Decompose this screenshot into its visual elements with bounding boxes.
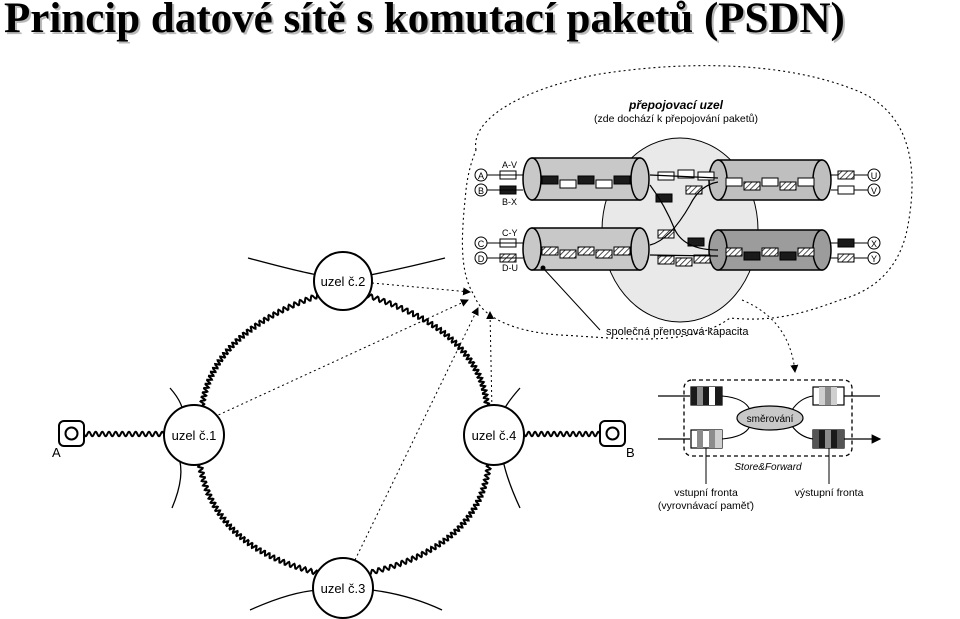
svg-text:A-V: A-V bbox=[502, 160, 517, 170]
svg-text:U: U bbox=[871, 171, 878, 181]
queue-out-top bbox=[812, 386, 845, 406]
network-ring: uzel č.2 uzel č.1 uzel č.4 uzel č.3 A B bbox=[52, 251, 635, 619]
svg-text:V: V bbox=[871, 186, 877, 196]
queue-in-bottom bbox=[690, 429, 723, 449]
node-1: uzel č.1 bbox=[163, 404, 225, 466]
node-2-label: uzel č.2 bbox=[321, 274, 366, 289]
store-forward-detail: směrování Store&Forward vstupní fronta (… bbox=[658, 379, 880, 512]
svg-text:D-U: D-U bbox=[502, 263, 518, 273]
switch-cloud bbox=[461, 65, 913, 340]
terminal-a: A bbox=[52, 420, 85, 460]
link-2-4 bbox=[365, 293, 491, 406]
switch-outputs: U V X Y bbox=[831, 168, 881, 265]
svg-text:B: B bbox=[478, 186, 484, 196]
input-queue-note: (vyrovnávací paměť) bbox=[658, 500, 754, 512]
link-3-4 bbox=[367, 464, 493, 576]
terminal-a-label: A bbox=[52, 445, 61, 460]
node-4-label: uzel č.4 bbox=[472, 428, 517, 443]
routing-label: směrování bbox=[747, 414, 794, 425]
switch-node-detail: přepojovací uzel (zde dochází k přepojov… bbox=[461, 65, 913, 340]
input-queue-label: vstupní fronta bbox=[674, 487, 738, 499]
switch-title: přepojovací uzel bbox=[628, 98, 724, 112]
switch-inputs: A B C D A-V B-X C-Y D-U bbox=[474, 160, 523, 273]
store-forward-label: Store&Forward bbox=[734, 462, 802, 473]
svg-text:A: A bbox=[478, 171, 484, 181]
svg-text:D: D bbox=[478, 254, 485, 264]
link-1-2 bbox=[199, 292, 321, 406]
packets bbox=[541, 169, 815, 267]
link-1-3 bbox=[196, 464, 319, 576]
node-3: uzel č.3 bbox=[312, 557, 374, 619]
queue-out-bottom bbox=[812, 429, 845, 449]
node-1-label: uzel č.1 bbox=[172, 428, 217, 443]
output-queue-label: výstupní fronta bbox=[795, 487, 864, 499]
access-link-a bbox=[83, 430, 165, 438]
svg-text:Y: Y bbox=[871, 254, 877, 264]
svg-text:B-X: B-X bbox=[502, 197, 517, 207]
access-link-b bbox=[523, 430, 601, 438]
node-4: uzel č.4 bbox=[463, 404, 525, 466]
svg-text:C: C bbox=[478, 239, 485, 249]
page-title: Princip datové sítě s komutací paketů (P… bbox=[4, 0, 845, 42]
terminal-b-label: B bbox=[626, 445, 635, 460]
shared-capacity-label: společná přenosová kapacita bbox=[606, 326, 749, 338]
switch-subtitle: (zde dochází k přepojování paketů) bbox=[594, 113, 758, 125]
node-3-label: uzel č.3 bbox=[321, 581, 366, 596]
svg-text:X: X bbox=[871, 239, 877, 249]
svg-text:C-Y: C-Y bbox=[502, 228, 518, 238]
queue-in-top bbox=[690, 386, 723, 406]
node-2: uzel č.2 bbox=[313, 251, 373, 311]
terminal-b: B bbox=[599, 420, 635, 460]
